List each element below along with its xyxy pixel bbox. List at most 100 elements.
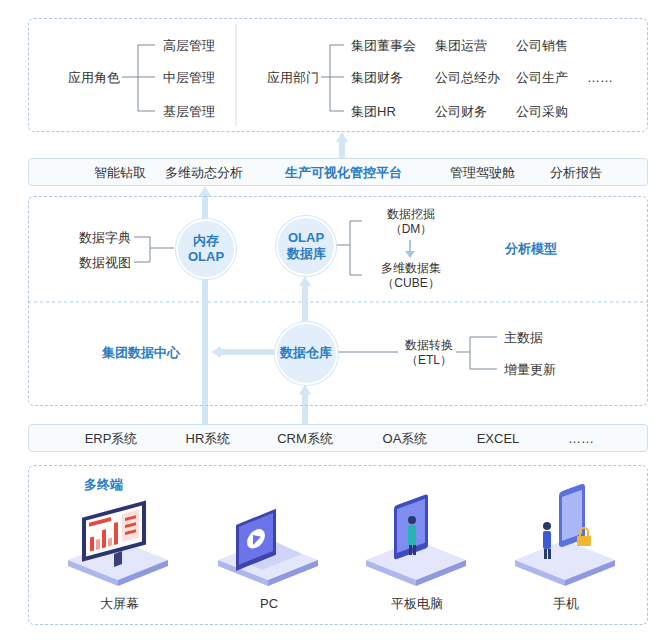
item-label: OA系统	[383, 431, 428, 447]
data-center-arrow	[221, 349, 274, 355]
tablet-icon	[397, 499, 425, 553]
tablet-icon	[408, 516, 416, 524]
arrow-head	[299, 385, 311, 395]
arrow-line	[339, 141, 345, 158]
arrow-line	[302, 394, 308, 425]
bracket	[336, 221, 362, 275]
phone-icon	[515, 560, 565, 586]
arrow-line	[302, 285, 308, 322]
item-label: 数据转换 （ETL）	[405, 338, 453, 368]
item-label: 中层管理	[163, 70, 215, 86]
item-label: 集团HR	[351, 104, 396, 120]
model-panel: 分析模型数据字典数据视图数据挖掘 （DM）多维数据集 （CUBE）集团数据中心数…	[28, 196, 648, 406]
data-center-arrow	[211, 346, 221, 358]
arrow-head	[199, 186, 211, 196]
item-label: 多终端	[84, 477, 123, 493]
tablet-icon	[413, 545, 416, 555]
phone-icon	[565, 560, 615, 586]
big-screen-icon	[108, 538, 112, 547]
item-label: 集团运营	[435, 38, 487, 54]
big-screen-icon	[102, 529, 106, 548]
platform-bar: 智能钻取多维动态分析生产可视化管控平台管理驾驶舱分析报告	[28, 158, 648, 186]
tablet-icon	[408, 525, 416, 545]
item-label: 集团财务	[351, 70, 403, 86]
olap-circle: 内存 OLAP	[176, 219, 236, 279]
item-label: 应用部门	[267, 70, 319, 86]
item-label: 公司财务	[435, 104, 487, 120]
circle-label: OLAP 数据库	[287, 230, 326, 263]
item-label: 数据视图	[79, 255, 131, 271]
data-center-arrow	[211, 346, 274, 358]
item-label: 手机	[553, 596, 579, 612]
item-label: 管理驾驶舱	[450, 165, 515, 181]
big-screen-icon	[82, 500, 146, 561]
item-label: 平板电脑	[391, 596, 443, 612]
item-label: 数据字典	[79, 230, 131, 246]
pc-icon	[236, 509, 276, 571]
big-screen-icon	[125, 529, 136, 535]
item-label: PC	[260, 596, 278, 612]
item-label: 增量更新	[504, 362, 556, 378]
big-screen-icon	[86, 506, 142, 557]
bracket	[122, 45, 497, 369]
big-screen-icon	[125, 522, 136, 528]
pc-icon	[247, 526, 265, 551]
big-screen-icon	[118, 560, 168, 586]
arrow-line	[202, 279, 208, 424]
dm-cube-arrow	[405, 251, 415, 258]
big-screen-icon	[89, 517, 111, 527]
item-label: 多维动态分析	[165, 165, 243, 181]
phone-icon	[515, 483, 615, 586]
item-label: 公司生产	[516, 70, 568, 86]
big-screen-icon	[82, 500, 146, 561]
bracket	[321, 45, 344, 111]
item-label: 应用角色	[68, 70, 120, 86]
big-screen-icon	[68, 560, 118, 586]
flow-arrow	[336, 132, 348, 158]
application-panel: 应用角色高层管理中层管理基层管理应用部门集团董事会集团运营公司销售集团财务公司总…	[28, 18, 648, 132]
item-label: ……	[568, 431, 594, 447]
item-label: 数据挖掘 （DM）	[387, 207, 435, 237]
item-label: ERP系统	[85, 431, 138, 447]
tablet-icon	[416, 560, 466, 586]
flow-arrow	[205, 279, 206, 424]
dm-cube-arrow	[409, 240, 411, 252]
item-label: 生产可视化管控平台	[285, 165, 402, 181]
phone-icon	[548, 549, 551, 559]
bracket	[134, 237, 174, 262]
item-label: 基层管理	[163, 104, 215, 120]
bracket	[456, 337, 497, 369]
big-screen-icon	[96, 539, 100, 550]
arrow-head	[336, 132, 348, 142]
phone-icon	[544, 549, 547, 559]
dm-cube-arrow	[405, 240, 415, 258]
item-label: 公司采购	[516, 104, 568, 120]
phone-icon	[543, 522, 551, 530]
terminal-panel: 多终端大屏幕 PC 平板电脑 手机	[28, 465, 648, 625]
arrow-line	[202, 195, 208, 219]
phone-icon	[577, 536, 591, 546]
arrow-head	[299, 276, 311, 286]
big-screen-icon	[90, 536, 94, 551]
big-screen-icon	[125, 515, 136, 521]
item-label: 多维数据集 （CUBE）	[381, 261, 441, 291]
big-screen-icon	[68, 500, 168, 586]
pc-icon	[239, 513, 273, 565]
item-label: 智能钻取	[94, 165, 146, 181]
bracket	[122, 45, 155, 111]
item-label: EXCEL	[477, 431, 520, 447]
item-label: HR系统	[186, 431, 231, 447]
big-screen-icon	[114, 522, 118, 545]
item-label: 集团董事会	[351, 38, 416, 54]
tablet-icon	[366, 494, 466, 586]
warehouse-circle: 数据仓库	[275, 322, 338, 385]
item-label: 大屏幕	[100, 596, 139, 612]
tablet-icon	[394, 494, 428, 560]
circle-label: 内存 OLAP	[188, 233, 224, 266]
tablet-icon	[409, 545, 412, 555]
big-screen-icon	[122, 509, 139, 542]
